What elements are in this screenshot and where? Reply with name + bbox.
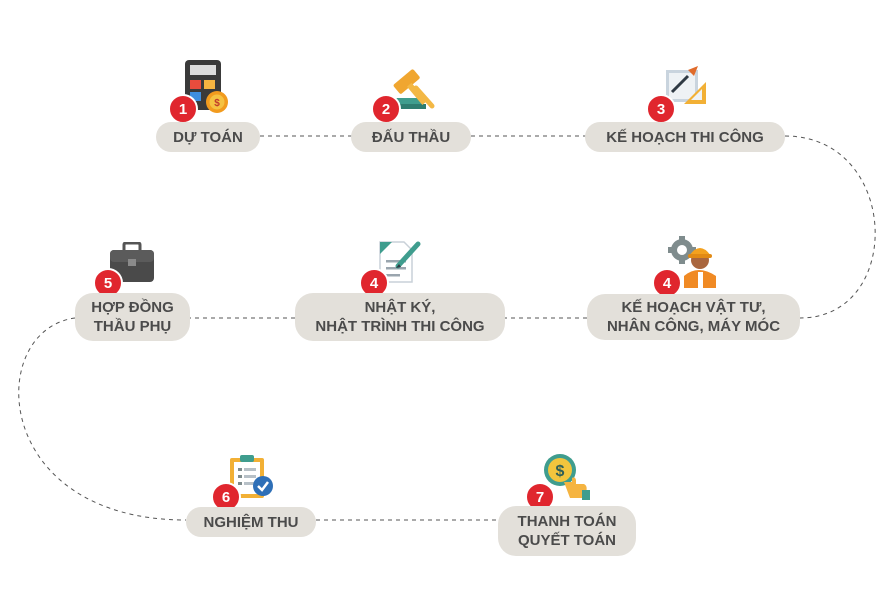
step-number-badge: 3 <box>646 94 676 124</box>
gavel-icon <box>392 69 435 109</box>
coin-hand-icon: $ <box>544 454 590 500</box>
step-label-line: HỢP ĐỒNG <box>91 299 174 316</box>
step-number-badge: 2 <box>371 94 401 124</box>
step-label: NGHIỆM THU <box>186 507 316 537</box>
worker-gear-icon <box>668 236 716 288</box>
step-label-line: NHẬT KÝ, <box>364 299 436 316</box>
step-number-badge: 4 <box>652 268 682 298</box>
step-label-line: KẾ HOẠCH THI CÔNG <box>606 128 764 146</box>
step-label: DỰ TOÁN <box>156 122 260 152</box>
step-label: HỢP ĐỒNG THẦU PHỤ <box>75 293 190 341</box>
step-label-line: NHÂN CÔNG, MÁY MÓC <box>606 318 781 335</box>
step-label-line: NHẬT TRÌNH THI CÔNG <box>315 318 485 335</box>
step-label-line: KẾ HOẠCH VẬT TƯ, <box>621 299 766 316</box>
svg-text:$: $ <box>214 98 220 109</box>
step-number-badge: 1 <box>168 94 198 124</box>
step-label-line: THẦU PHỤ <box>93 318 172 335</box>
step-label: THANH TOÁN QUYẾT TOÁN <box>498 506 636 556</box>
step-label-line: ĐẤU THẦU <box>371 128 451 146</box>
calculator-icon: $ <box>185 60 228 113</box>
svg-text:$: $ <box>556 463 565 480</box>
step-label: KẾ HOẠCH THI CÔNG <box>585 122 785 152</box>
step-label: KẾ HOẠCH VẬT TƯ, NHÂN CÔNG, MÁY MÓC <box>587 294 800 340</box>
step-label-line: QUYẾT TOÁN <box>517 532 617 549</box>
briefcase-icon <box>110 242 154 282</box>
step-label: NHẬT KÝ, NHẬT TRÌNH THI CÔNG <box>295 293 505 341</box>
step-label-line: THANH TOÁN <box>517 513 617 530</box>
document-pen-icon <box>379 241 421 283</box>
step-label: ĐẤU THẦU <box>351 122 471 152</box>
step-label-line: NGHIỆM THU <box>203 513 299 531</box>
step-label-line: DỰ TOÁN <box>173 128 243 146</box>
drafting-plan-icon <box>666 66 706 104</box>
